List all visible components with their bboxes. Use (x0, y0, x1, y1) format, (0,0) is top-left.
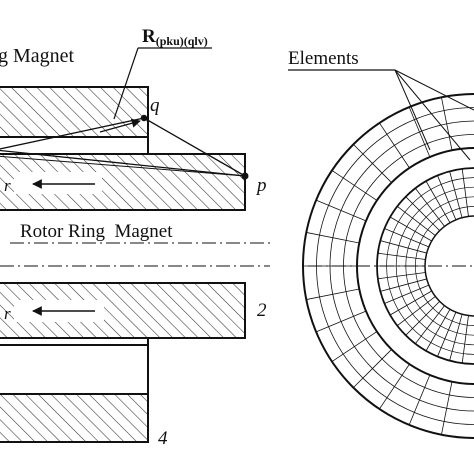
inner-ring-radial-line (461, 315, 469, 364)
inner-ring-radial-line (415, 305, 445, 344)
inner-ring-radial-line (405, 301, 440, 336)
inner-ring-radial-line (405, 196, 440, 231)
outer-ring-boundary (302, 93, 474, 439)
label-2: 2 (257, 300, 267, 321)
inner-ring-circle (415, 206, 474, 326)
elements-leader-1 (394, 69, 431, 151)
stator-magnet-upper (0, 86, 149, 138)
inner-ring-radial-line (380, 278, 427, 292)
inner-ring-radial-line (384, 228, 429, 248)
elements-leader-3 (394, 69, 474, 111)
inner-ring-circle (386, 177, 474, 355)
distance-vector-label: R(pku)(qlv) (142, 26, 208, 48)
inner-ring-radial-line (377, 272, 426, 280)
inner-ring-radial-line (425, 309, 451, 352)
stator-magnet-lower (0, 393, 149, 443)
label-4: 4 (158, 428, 168, 449)
vector-p-left (0, 149, 246, 177)
vector-left-lower (0, 155, 246, 177)
outer-ring-circle (343, 134, 474, 398)
inner-ring-radial-line (449, 314, 463, 361)
elements-label: Elements (288, 48, 359, 69)
inner-ring-boundary (376, 167, 474, 365)
outer-ring-circle (329, 120, 474, 412)
finite-element-mesh (302, 93, 474, 439)
inner-ring-radial-line (380, 240, 427, 254)
outer-ring-inner-boundary (356, 147, 474, 385)
inner-ring-radial-line (415, 188, 445, 227)
elements-leader-2 (394, 69, 471, 161)
label-r-lower: r (4, 304, 11, 323)
inner-ring-radial-line (389, 216, 432, 242)
inner-ring-radial-line (377, 252, 426, 260)
vector-q-to-p (143, 117, 246, 177)
stator-magnet-label: g Magnet (0, 45, 75, 67)
inner-ring-radial-line (437, 175, 457, 220)
inner-ring-circle (395, 186, 474, 346)
outer-ring-circle (316, 107, 474, 425)
inner-ring-radial-line (461, 168, 469, 217)
rotor-magnet-label: Rotor Ring Magnet (20, 221, 173, 242)
inner-ring-inner-boundary (424, 215, 474, 317)
point-p-label: p (255, 175, 267, 196)
distance-label-leader (113, 47, 139, 120)
point-p-dot (241, 172, 249, 180)
inner-ring-circle (405, 196, 474, 336)
inner-ring-radial-line (389, 290, 432, 316)
inner-ring-radial-line (397, 296, 436, 326)
inner-ring-radial-line (449, 171, 463, 218)
inner-ring-radial-line (425, 180, 451, 223)
vector-q-left (0, 117, 145, 150)
inner-ring-radial-line (384, 284, 429, 304)
inner-ring-radial-line (397, 206, 436, 236)
point-q-label: q (150, 95, 160, 116)
inner-ring-radial-line (437, 312, 457, 357)
label-r-upper: r (4, 176, 11, 195)
vector-arrow-q (99, 118, 141, 133)
point-q-dot (140, 114, 148, 122)
